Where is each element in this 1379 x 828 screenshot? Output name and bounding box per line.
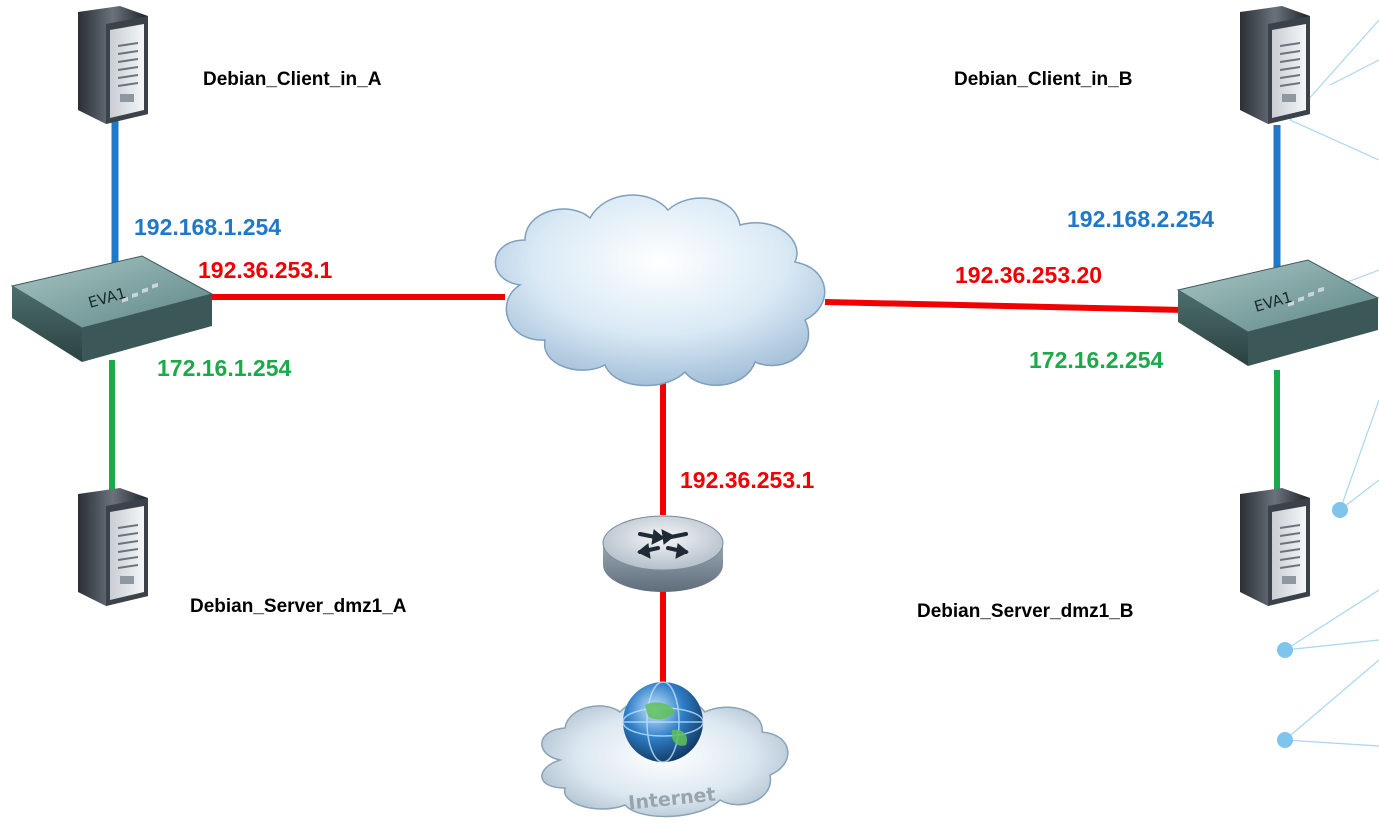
ip-label-wan-b: 192.36.253.20	[955, 262, 1103, 288]
host-label-client-b: Debian_Client_in_B	[954, 69, 1133, 90]
ip-label-dmz-b: 172.16.2.254	[1029, 347, 1164, 373]
server-b-server-icon	[1239, 487, 1311, 607]
decorative-network-lines	[1284, 19, 1379, 747]
ip-label-wan-a: 192.36.253.1	[198, 257, 333, 283]
decorative-network-nodes	[1277, 502, 1348, 748]
server-a-server-icon	[77, 487, 149, 607]
wan-cloud-icon	[494, 194, 826, 387]
host-label-client-a: Debian_Client_in_A	[203, 69, 382, 90]
firewall-b-icon: EVA1	[1177, 259, 1379, 367]
ip-label-lan-b: 192.168.2.254	[1067, 206, 1215, 232]
router-icon	[602, 515, 724, 592]
ip-label-dmz-a: 172.16.1.254	[157, 355, 292, 381]
internet-globe-cloud-icon	[541, 681, 789, 818]
host-label-server-a: Debian_Server_dmz1_A	[190, 596, 407, 617]
client-b-server-icon	[1239, 5, 1311, 125]
firewall-a-icon: EVA1	[11, 255, 213, 363]
link-fw-b-wan	[824, 299, 1186, 313]
host-label-server-b: Debian_Server_dmz1_B	[917, 601, 1134, 622]
ip-label-lan-a: 192.168.1.254	[134, 214, 282, 240]
client-a-server-icon	[77, 5, 149, 125]
ip-label-router: 192.36.253.1	[680, 467, 815, 493]
